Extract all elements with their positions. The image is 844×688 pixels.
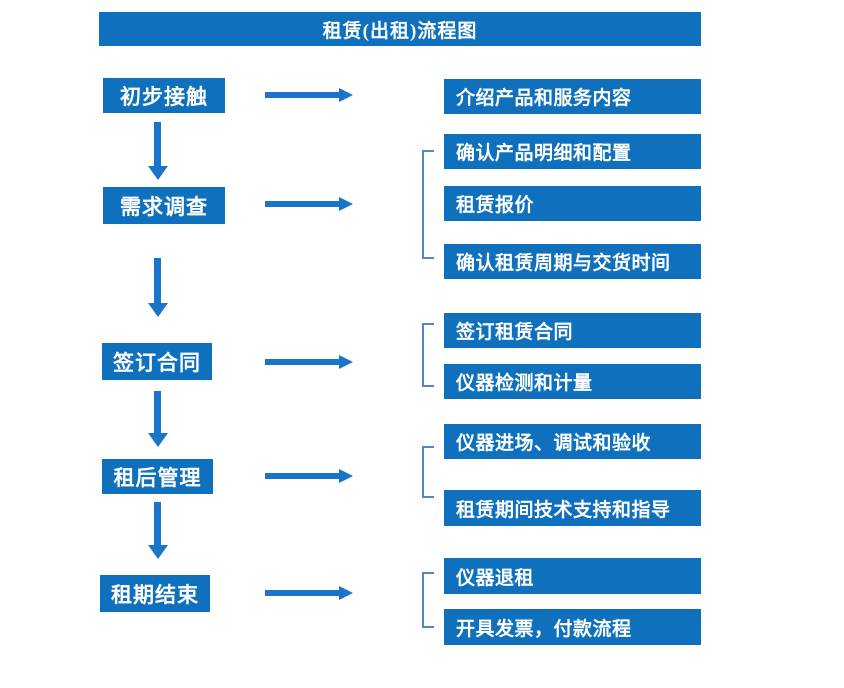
detail-box-instrument-return: 仪器退租 xyxy=(444,558,701,594)
step-box-rental-end: 租期结束 xyxy=(100,575,210,612)
step-box-post-rental-management: 租后管理 xyxy=(102,459,213,494)
detail-box-confirm-product-details-config: 确认产品明细和配置 xyxy=(444,134,701,169)
detail-box-rental-quotation: 租赁报价 xyxy=(444,186,701,221)
right-arrow-icon xyxy=(265,88,353,102)
detail-box-instrument-testing-metering: 仪器检测和计量 xyxy=(444,364,701,399)
detail-box-invoice-payment-process: 开具发票，付款流程 xyxy=(444,609,701,645)
right-arrow-icon xyxy=(265,586,353,600)
detail-box-confirm-rental-period-delivery: 确认租赁周期与交货时间 xyxy=(444,244,701,279)
detail-box-instrument-arrival-debug-acceptance: 仪器进场、调试和验收 xyxy=(444,424,701,459)
step-box-sign-contract: 签订合同 xyxy=(102,343,212,380)
flowchart-title: 租赁(出租)流程图 xyxy=(99,12,701,46)
down-arrow-icon xyxy=(148,122,168,180)
step-box-initial-contact: 初步接触 xyxy=(103,78,225,113)
down-arrow-icon xyxy=(148,502,168,559)
group-bracket-icon xyxy=(422,323,434,387)
down-arrow-icon xyxy=(148,258,168,317)
right-arrow-icon xyxy=(265,469,353,483)
detail-box-introduce-products-services: 介绍产品和服务内容 xyxy=(444,79,701,114)
detail-box-sign-rental-contract: 签订租赁合同 xyxy=(444,313,701,348)
detail-box-tech-support-during-rental: 租赁期间技术支持和指导 xyxy=(444,490,701,526)
group-bracket-icon xyxy=(422,446,434,498)
right-arrow-icon xyxy=(265,197,353,211)
step-box-demand-survey: 需求调查 xyxy=(103,187,225,224)
group-bracket-icon xyxy=(422,150,434,259)
group-bracket-icon xyxy=(422,572,434,628)
down-arrow-icon xyxy=(148,391,168,447)
right-arrow-icon xyxy=(265,355,353,369)
